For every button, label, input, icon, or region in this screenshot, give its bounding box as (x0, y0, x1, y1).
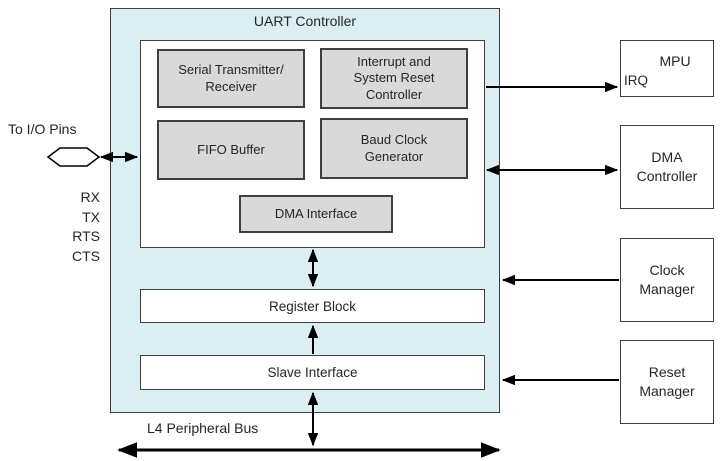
slave-interface-block: Slave Interface (140, 355, 485, 390)
mpu-label: MPU (659, 53, 691, 69)
serial-transmitter-receiver-block: Serial Transmitter/ Receiver (157, 49, 305, 108)
signal-label-cts: CTS (72, 247, 100, 264)
signal-labels: RX TX RTS CTS (50, 188, 100, 266)
l4-bus-label: L4 Peripheral Bus (147, 420, 259, 436)
clock-manager-box: Clock Manager (620, 238, 714, 322)
uart-controller-title: UART Controller (253, 13, 357, 29)
register-block: Register Block (140, 289, 485, 323)
signal-label-tx: TX (82, 208, 100, 225)
fifo-buffer-block: FIFO Buffer (157, 120, 305, 180)
interrupt-system-reset-controller-block: Interrupt and System Reset Controller (320, 48, 468, 109)
signal-label-rts: RTS (72, 228, 100, 244)
mpu-box: MPU IRQ (620, 40, 714, 97)
reset-manager-box: Reset Manager (620, 340, 714, 424)
io-pins-label: To I/O Pins (8, 121, 77, 137)
dma-controller-box: DMA Controller (620, 125, 714, 209)
signal-label-rx: RX (80, 189, 100, 205)
dma-interface-block: DMA Interface (239, 195, 393, 233)
io-connector-hexagon (46, 147, 101, 167)
baud-clock-generator-block: Baud Clock Generator (320, 118, 468, 179)
irq-port-label: IRQ (624, 73, 649, 88)
